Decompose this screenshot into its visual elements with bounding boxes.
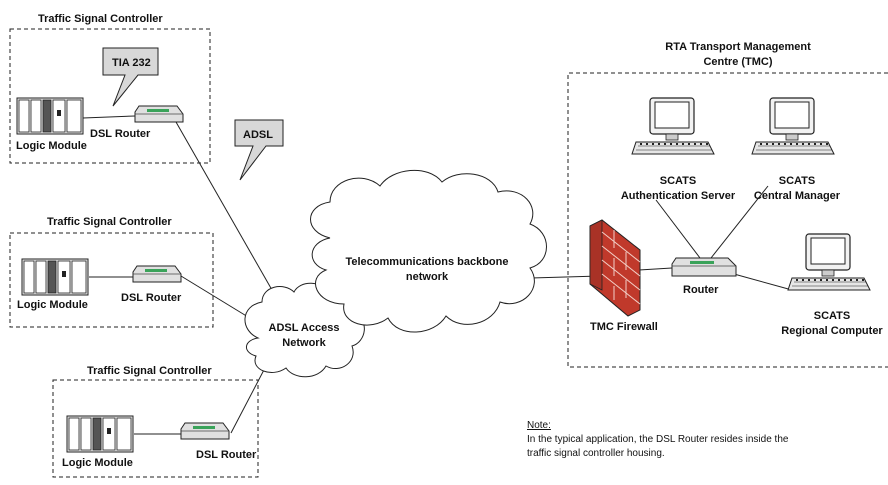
computer-icon bbox=[787, 233, 871, 291]
dsl-router-icon bbox=[134, 105, 184, 123]
traffic-signal-controller-2: Traffic Signal Controller Logic Module D… bbox=[9, 216, 214, 328]
logic-module-icon bbox=[66, 415, 134, 453]
adsl-label: ADSL bbox=[243, 129, 273, 141]
scats-regional-computer: SCATS Regional Computer bbox=[781, 233, 883, 337]
access-network-label-1: ADSL Access bbox=[269, 322, 340, 334]
computer-icon bbox=[631, 97, 715, 155]
scats-authentication-server: SCATS Authentication Server bbox=[621, 97, 736, 202]
traffic-signal-controller-3: Traffic Signal Controller Logic Module D… bbox=[52, 365, 259, 478]
regional-label-2: Regional Computer bbox=[781, 325, 883, 337]
regional-label-1: SCATS bbox=[814, 310, 850, 322]
tia-232-label: TIA 232 bbox=[112, 57, 151, 69]
access-network-label-2: Network bbox=[282, 337, 326, 349]
traffic-signal-controller-1: Traffic Signal Controller Logic Module D… bbox=[9, 13, 211, 164]
tia-232-callout: TIA 232 bbox=[102, 47, 159, 107]
controller-title: Traffic Signal Controller bbox=[38, 13, 163, 25]
adsl-access-network-cloud: ADSL Access Network bbox=[244, 282, 365, 378]
tmc-boundary: RTA Transport Management Centre (TMC) bbox=[567, 41, 888, 368]
backbone-label-2: network bbox=[406, 271, 449, 283]
computer-icon bbox=[751, 97, 835, 155]
note-heading: Note: bbox=[527, 420, 551, 431]
central-manager-label-2: Central Manager bbox=[754, 190, 841, 202]
logic-module-label: Logic Module bbox=[62, 457, 133, 469]
firewall-label: TMC Firewall bbox=[590, 321, 658, 333]
scats-central-manager: SCATS Central Manager bbox=[751, 97, 841, 202]
note-line-1: In the typical application, the DSL Rout… bbox=[527, 434, 789, 445]
adsl-callout: ADSL bbox=[234, 119, 284, 181]
logic-module-icon bbox=[16, 97, 84, 135]
logic-module-icon bbox=[21, 258, 89, 296]
note-line-2: traffic signal controller housing. bbox=[527, 448, 665, 459]
router-icon: Router bbox=[671, 257, 737, 296]
tmc-title-1: RTA Transport Management bbox=[665, 41, 811, 53]
router-label: Router bbox=[683, 284, 719, 296]
central-manager-label-1: SCATS bbox=[779, 175, 815, 187]
dsl-router-label: DSL Router bbox=[196, 449, 257, 461]
backbone-label-1: Telecommunications backbone bbox=[345, 256, 508, 268]
logic-module-label: Logic Module bbox=[17, 299, 88, 311]
tmc-links bbox=[638, 185, 793, 291]
controller-title: Traffic Signal Controller bbox=[87, 365, 212, 377]
telecommunications-backbone-cloud: Telecommunications backbone network bbox=[310, 169, 547, 333]
note: Note: In the typical application, the DS… bbox=[527, 420, 789, 459]
dsl-router-icon bbox=[132, 265, 182, 283]
dsl-router-label: DSL Router bbox=[90, 128, 151, 140]
controller-title: Traffic Signal Controller bbox=[47, 216, 172, 228]
firewall-icon: TMC Firewall bbox=[589, 219, 658, 333]
tmc-title-2: Centre (TMC) bbox=[703, 56, 772, 68]
dsl-router-icon bbox=[180, 422, 230, 440]
auth-server-label-2: Authentication Server bbox=[621, 190, 736, 202]
auth-server-label-1: SCATS bbox=[660, 175, 696, 187]
logic-module-label: Logic Module bbox=[16, 140, 87, 152]
dsl-router-label: DSL Router bbox=[121, 292, 182, 304]
